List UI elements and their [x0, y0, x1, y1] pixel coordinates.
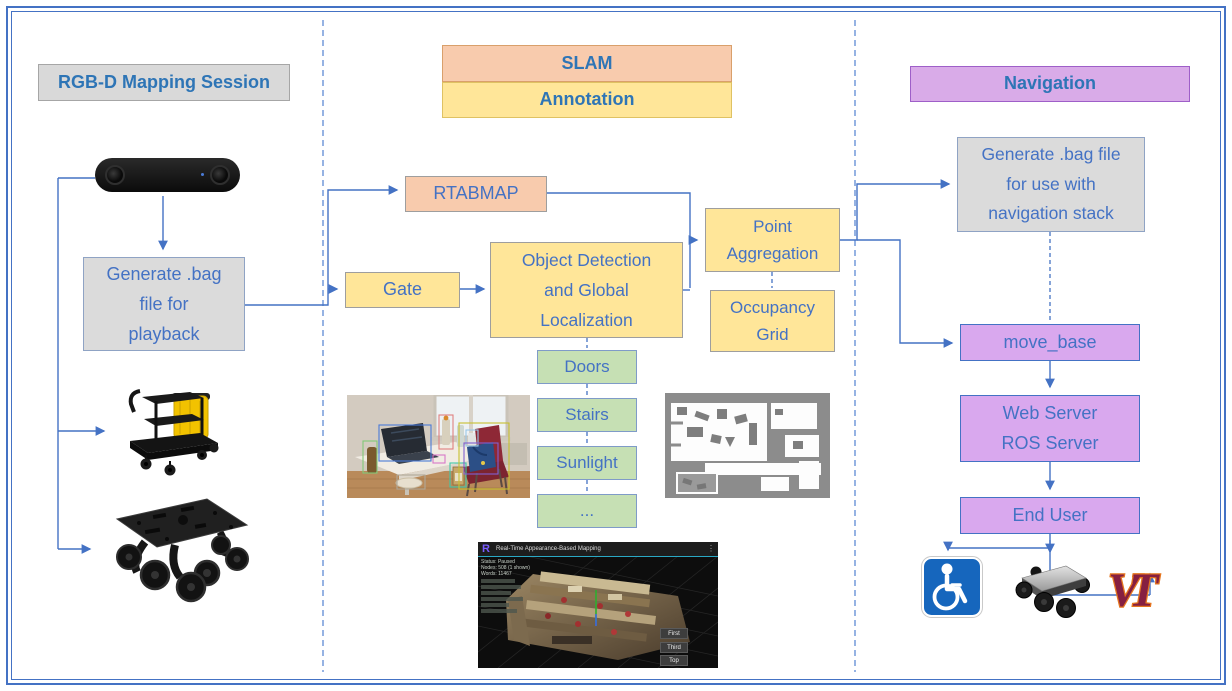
node-label: End User [1012, 504, 1088, 525]
zed-camera-image [95, 158, 240, 192]
status-line-blur [481, 609, 517, 613]
node-line: Localization [540, 310, 633, 331]
wheelchair-accessibility-icon [921, 556, 983, 618]
status-line-blur [481, 579, 515, 583]
node-generate-bag-playback: Generate .bag file for playback [83, 257, 245, 351]
vt-logo-text: VT [1108, 565, 1160, 615]
status-line-blur [481, 591, 511, 595]
rtabmap-top-button: Top [660, 655, 688, 666]
section-title-annotation: Annotation [442, 82, 732, 118]
node-line: Point [753, 216, 792, 236]
node-point-aggregation: Point Aggregation [705, 208, 840, 272]
slam-header-label: SLAM [561, 52, 613, 73]
rtabmap-screenshot: R Real-Time Appearance-Based Mapping ⋮ S… [478, 542, 718, 668]
node-line: file for [139, 293, 189, 314]
rtabmap-title: Real-Time Appearance-Based Mapping [496, 546, 601, 552]
rtabmap-third-button: Third [660, 642, 688, 653]
node-line: Aggregation [726, 244, 819, 263]
button-label: First [668, 630, 680, 637]
node-line: playback [128, 324, 200, 345]
section-title-slam: SLAM [442, 45, 732, 82]
node-label: Doors [564, 356, 610, 376]
node-label: move_base [1003, 331, 1097, 352]
node-move-base: move_base [960, 324, 1140, 361]
node-line: Web Server [1002, 402, 1098, 423]
section-title-navigation: Navigation [910, 66, 1190, 102]
status-line-blur [481, 597, 523, 601]
annotation-header-label: Annotation [539, 89, 635, 110]
status-line-blur [481, 603, 509, 607]
node-label: Gate [382, 279, 423, 300]
node-gate: Gate [345, 272, 460, 308]
node-occupancy-grid: Occupancy Grid [710, 290, 835, 352]
kebab-menu-icon: ⋮ [707, 544, 715, 553]
node-generate-bag-navigation: Generate .bag file for use with navigati… [957, 137, 1145, 232]
node-annotation-doors: Doors [537, 350, 637, 384]
rtabmap-logo-icon: R [482, 543, 490, 555]
node-line: Occupancy [729, 297, 816, 317]
robot-chassis-image [115, 498, 249, 603]
node-rtabmap: RTABMAP [405, 176, 547, 212]
rtabmap-first-button: First [660, 628, 688, 639]
node-line: for use with [1006, 173, 1096, 194]
node-label: RTABMAP [433, 183, 519, 204]
button-label: Top [669, 657, 679, 664]
object-detection-photo [347, 395, 530, 498]
rtabmap-titlebar: R Real-Time Appearance-Based Mapping ⋮ [478, 542, 718, 557]
node-line: navigation stack [988, 203, 1114, 224]
node-label: ... [579, 500, 595, 520]
rover-robot-image [1015, 565, 1090, 618]
occupancy-grid-map-image [665, 393, 830, 498]
node-object-detection: Object Detection and Global Localization [490, 242, 683, 338]
node-label: Stairs [565, 404, 609, 424]
button-label: Third [667, 644, 681, 651]
navigation-header-label: Navigation [1003, 73, 1096, 94]
node-end-user: End User [960, 497, 1140, 534]
rtabmap-status-text: Status: Paused Nodes: 508 (1 shown) Word… [481, 559, 530, 615]
status-line-blur [481, 585, 521, 589]
outer-frame [6, 6, 1226, 685]
node-annotation-more: ... [537, 494, 637, 528]
status-line: Nodes: 508 (1 shown) [481, 565, 530, 571]
node-line: Generate .bag file [981, 143, 1121, 164]
node-line: Generate .bag [106, 263, 222, 284]
section-title-label: RGB-D Mapping Session [57, 71, 270, 92]
camera-led-icon [201, 173, 204, 176]
node-annotation-sunlight: Sunlight [537, 446, 637, 480]
node-web-ros-server: Web Server ROS Server [960, 395, 1140, 462]
camera-right-lens-icon [210, 165, 230, 185]
inner-frame [11, 11, 1221, 680]
node-line: Grid [756, 325, 789, 344]
node-line: Object Detection [521, 249, 652, 270]
node-line: ROS Server [1001, 432, 1099, 453]
virginia-tech-logo: VT [1108, 565, 1172, 615]
node-annotation-stairs: Stairs [537, 398, 637, 432]
camera-left-lens-icon [105, 165, 125, 185]
node-label: Sunlight [556, 452, 618, 472]
janitor-cart-image [128, 389, 219, 476]
node-line: and Global [544, 279, 629, 300]
section-title-rgbd-mapping: RGB-D Mapping Session [38, 64, 290, 101]
status-line: Status: Paused [481, 559, 515, 565]
status-line: Words: 11467 [481, 571, 512, 577]
